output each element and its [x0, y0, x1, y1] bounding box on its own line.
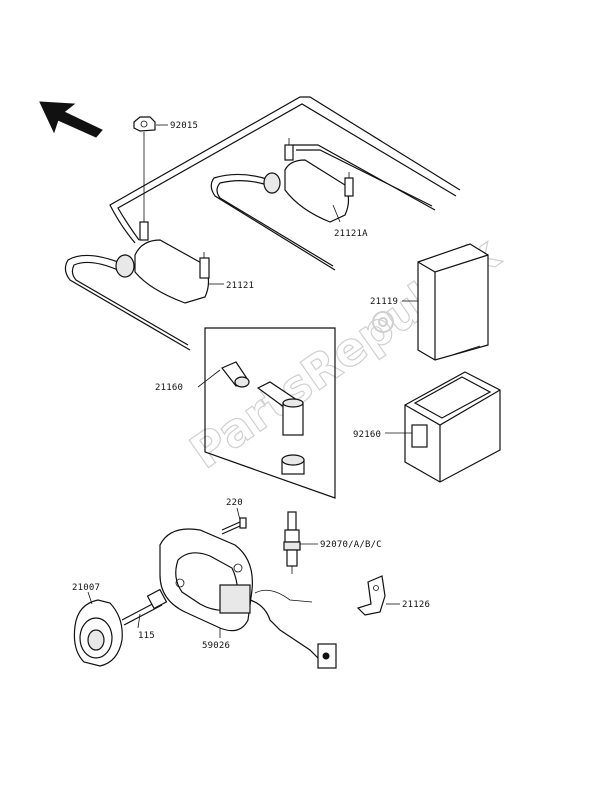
watermark-gear-icon	[372, 311, 394, 333]
plug-cap-part-3	[281, 454, 305, 475]
rotor-21007	[73, 599, 123, 667]
ignition-wire-harness	[109, 96, 461, 244]
front-direction-arrow-icon	[39, 101, 103, 138]
label-21160: 21160	[155, 383, 183, 393]
label-220: 220	[226, 498, 243, 508]
label-92015: 92015	[170, 121, 198, 131]
label-21121a: 21121A	[334, 229, 368, 239]
label-21119: 21119	[370, 297, 398, 307]
ignition-coil-lower	[64, 132, 210, 351]
plug-cap-kit-21160	[204, 327, 336, 499]
nut-92015	[133, 116, 156, 132]
label-92070: 92070/A/B/C	[320, 540, 382, 550]
label-21007: 21007	[72, 583, 100, 593]
plug-cap-part-1	[221, 361, 250, 388]
bracket-92160	[404, 371, 501, 483]
spark-plug-92070	[283, 511, 301, 574]
label-115: 115	[138, 631, 155, 641]
plug-cap-part-2	[256, 381, 304, 436]
cdi-unit-21119	[417, 243, 489, 361]
ignition-coil-upper	[210, 138, 354, 271]
label-59026: 59026	[202, 641, 230, 651]
label-92160: 92160	[353, 430, 381, 440]
leader-lines	[87, 124, 418, 638]
label-21126: 21126	[402, 600, 430, 610]
label-21121: 21121	[226, 281, 254, 291]
bolt-115	[121, 588, 168, 626]
screw-220	[221, 517, 247, 535]
part-labels: 92015 21121A 21121 21119 21160 92160 220…	[72, 121, 430, 651]
clamp-21126	[356, 575, 386, 616]
pickup-coil-59026	[159, 528, 337, 669]
